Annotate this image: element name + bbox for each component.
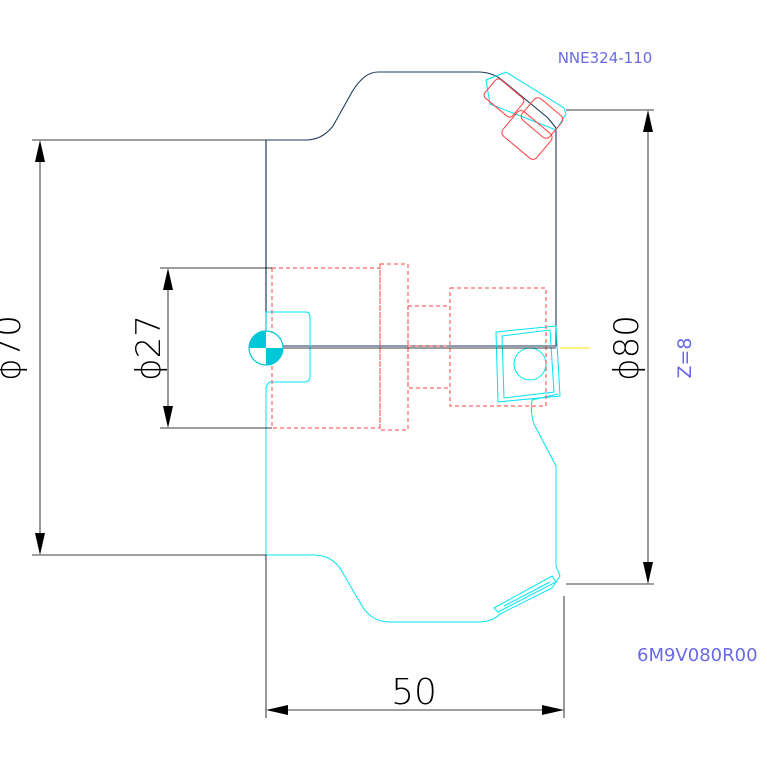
cutting-profile <box>265 71 567 623</box>
dimension-phi70: ϕ70 <box>0 315 29 381</box>
dimension-length50: 50 <box>391 672 437 713</box>
dimension-phi80: ϕ80 <box>607 315 647 381</box>
teeth-count-label: Z=8 <box>674 337 696 378</box>
dimension-phi27: ϕ27 <box>129 315 169 381</box>
hidden-lines <box>271 263 547 431</box>
part-code-label: NNE324-110 <box>558 49 653 67</box>
dimension-lines <box>32 109 654 718</box>
model-code-label: 6M9V080R00 <box>637 645 758 666</box>
dimension-arrows <box>35 110 653 715</box>
datum-symbol <box>248 330 284 366</box>
top-insert <box>483 78 564 160</box>
